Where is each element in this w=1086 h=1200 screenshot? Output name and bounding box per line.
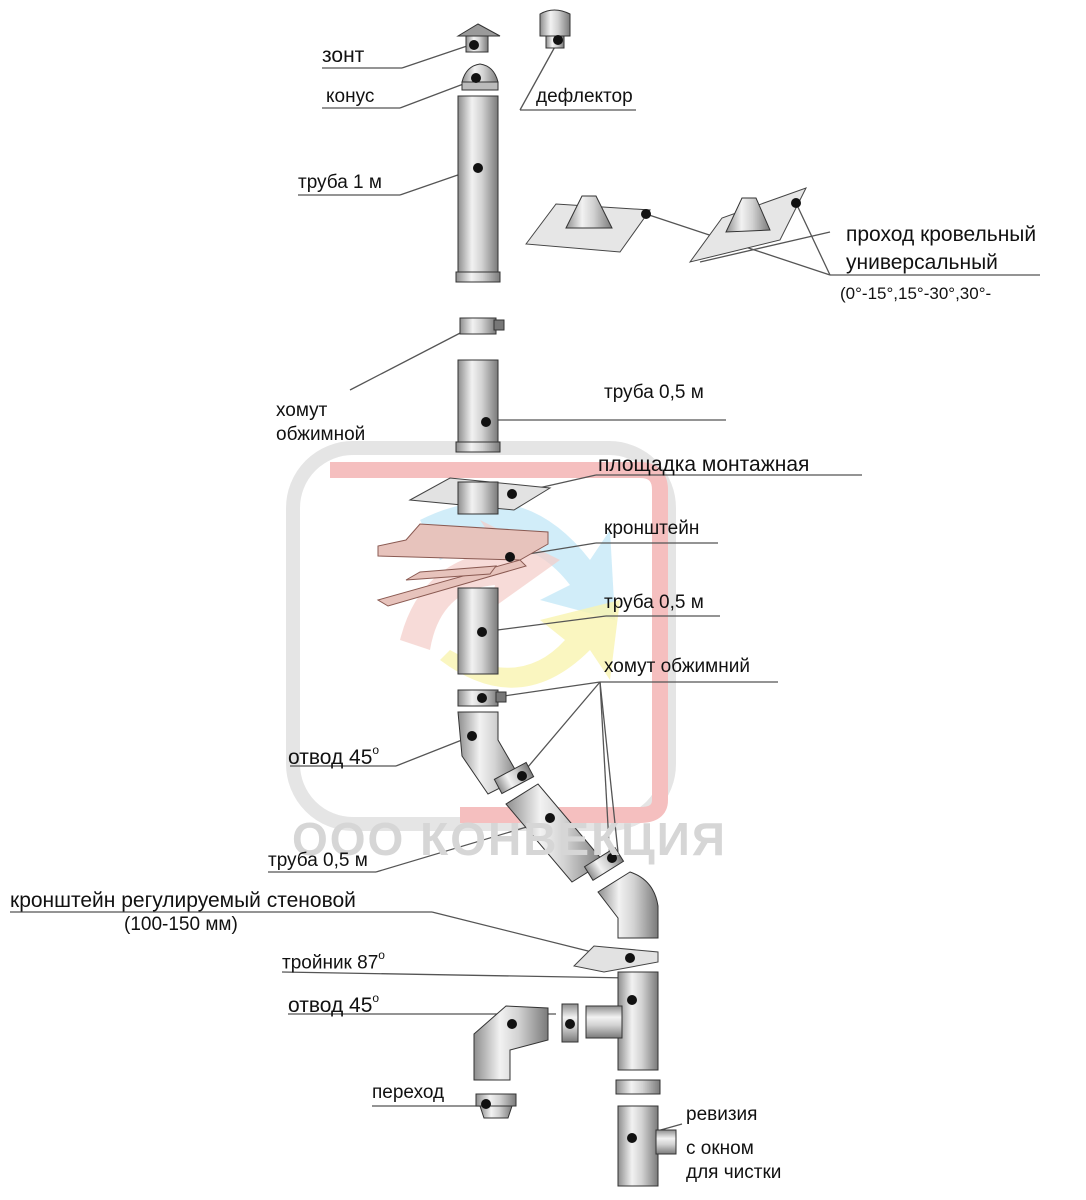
mounting-plate	[408, 477, 552, 515]
label-elbow-45-a: отвод 45о	[288, 743, 380, 769]
pipe-05m-a	[455, 359, 501, 453]
label-clamp-obzh: хомут обжимний	[604, 656, 750, 677]
clamp-top	[459, 317, 505, 335]
label-pipe-1m: труба 1 м	[298, 172, 382, 193]
label-clamp-2: обжимной	[276, 424, 366, 445]
umbrella-cap	[456, 23, 501, 53]
label-adapter: переход	[372, 1082, 445, 1103]
label-pipe-05-c: труба 0,5 м	[268, 850, 368, 871]
label-mounting-plate: площадка монтажная	[598, 453, 810, 476]
label-roof-passage-2: универсальный	[846, 251, 998, 274]
label-umbrella: зонт	[322, 44, 365, 67]
elbow-45-bottom	[473, 1005, 549, 1081]
label-revision-2: с окном	[686, 1138, 754, 1159]
label-wall-bracket-1: кронштейн регулируемый стеновой	[10, 889, 356, 912]
label-elbow-45-b: отвод 45о	[288, 991, 380, 1017]
clamp-elbow	[493, 761, 535, 795]
bracket	[376, 523, 549, 607]
label-bracket: кронштейн	[604, 518, 700, 539]
label-revision-3: для чистки	[686, 1162, 782, 1183]
label-revision-1: ревизия	[686, 1104, 758, 1125]
watermark-text: ООО КОНВЕКЦИЯ	[292, 813, 727, 865]
label-pipe-05-a: труба 0,5 м	[604, 382, 704, 403]
label-cone: конус	[326, 86, 375, 107]
cone	[461, 63, 499, 91]
label-wall-bracket-2: (100-150 мм)	[124, 914, 238, 935]
wall-bracket	[572, 945, 659, 973]
revision	[617, 1105, 677, 1187]
marker-dots	[467, 35, 801, 1143]
pipe-1m	[455, 95, 501, 283]
label-deflector: дефлектор	[536, 86, 633, 107]
clamp-bottom	[615, 1079, 661, 1095]
tee-87	[585, 971, 659, 1071]
label-roof-passage-3: (0°-15°,15°-30°,30°-	[840, 284, 992, 303]
leader-lines	[10, 42, 1040, 1139]
degree-mark-a: о	[372, 743, 380, 757]
label-tee: тройник 87о	[282, 948, 385, 974]
pipe-05m-b	[457, 587, 499, 675]
label-roof-passage-1: проход кровельный	[846, 223, 1037, 246]
elbow-45-b	[597, 871, 659, 939]
label-pipe-05-b: труба 0,5 м	[604, 592, 704, 613]
degree-mark-tee: о	[378, 948, 385, 962]
roof-passage-1	[525, 195, 651, 253]
degree-mark-b: о	[372, 991, 380, 1005]
roof-passage-2	[688, 187, 808, 263]
label-clamp-1: хомут	[276, 400, 328, 421]
